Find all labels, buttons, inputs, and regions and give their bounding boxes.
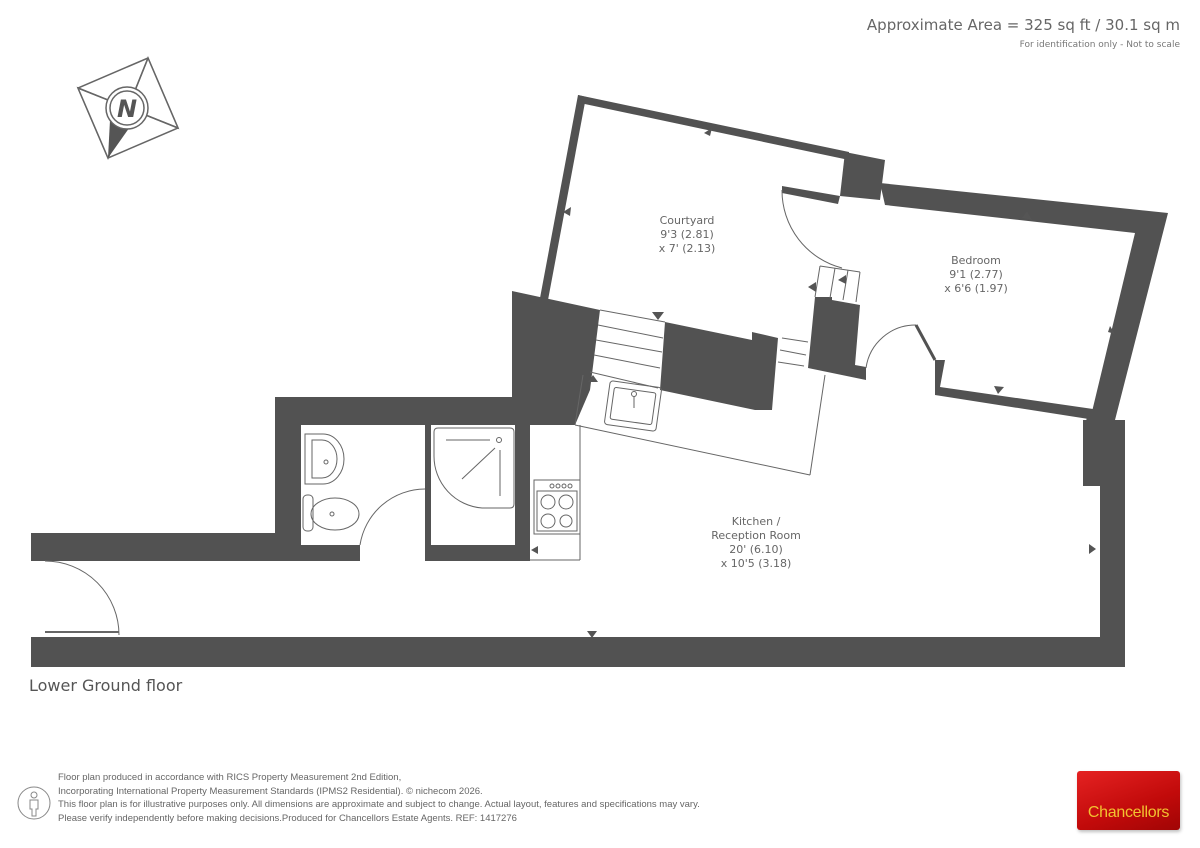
room-dimension: x 7' (2.13) (658, 242, 716, 255)
footer-line: Incorporating International Property Mea… (58, 785, 483, 797)
room-name-line2: Reception Room (711, 529, 801, 542)
walls (31, 95, 1168, 667)
room-name: Bedroom (951, 254, 1001, 267)
room-courtyard: Courtyard 9'3 (2.81) x 7' (2.13) (659, 214, 716, 256)
room-name: Courtyard (659, 214, 715, 227)
footer-disclaimer: Floor plan produced in accordance with R… (58, 771, 700, 825)
room-dimension: 20' (6.10) (729, 543, 783, 556)
person-icon (17, 786, 51, 820)
footer-line: Please verify independently before makin… (58, 812, 517, 824)
approximate-area: Approximate Area = 325 sq ft / 30.1 sq m (866, 16, 1180, 34)
room-dimension: x 6'6 (1.97) (944, 282, 1008, 295)
room-dimension: x 10'5 (3.18) (720, 557, 792, 570)
scale-disclaimer: For identification only - Not to scale (1019, 40, 1180, 50)
room-kitchen-reception: Kitchen / Reception Room 20' (6.10) x 10… (711, 515, 801, 571)
dimension-markers (531, 128, 1115, 638)
fixtures (44, 189, 937, 636)
svg-text:N: N (117, 95, 137, 123)
room-dimension: 9'1 (2.77) (949, 268, 1003, 281)
room-bedroom: Bedroom 9'1 (2.77) x 6'6 (1.97) (944, 254, 1008, 296)
footer-line: Floor plan produced in accordance with R… (58, 772, 402, 783)
chancellors-logo: Chancellors (1077, 771, 1180, 830)
floor-label: Lower Ground floor (29, 676, 183, 695)
logo-text: Chancellors (1087, 804, 1170, 821)
footer-line: This floor plan is for illustrative purp… (58, 799, 700, 811)
compass-north-icon: N (76, 56, 180, 160)
room-dimension: 9'3 (2.81) (660, 228, 714, 241)
room-name: Kitchen / (731, 515, 781, 528)
